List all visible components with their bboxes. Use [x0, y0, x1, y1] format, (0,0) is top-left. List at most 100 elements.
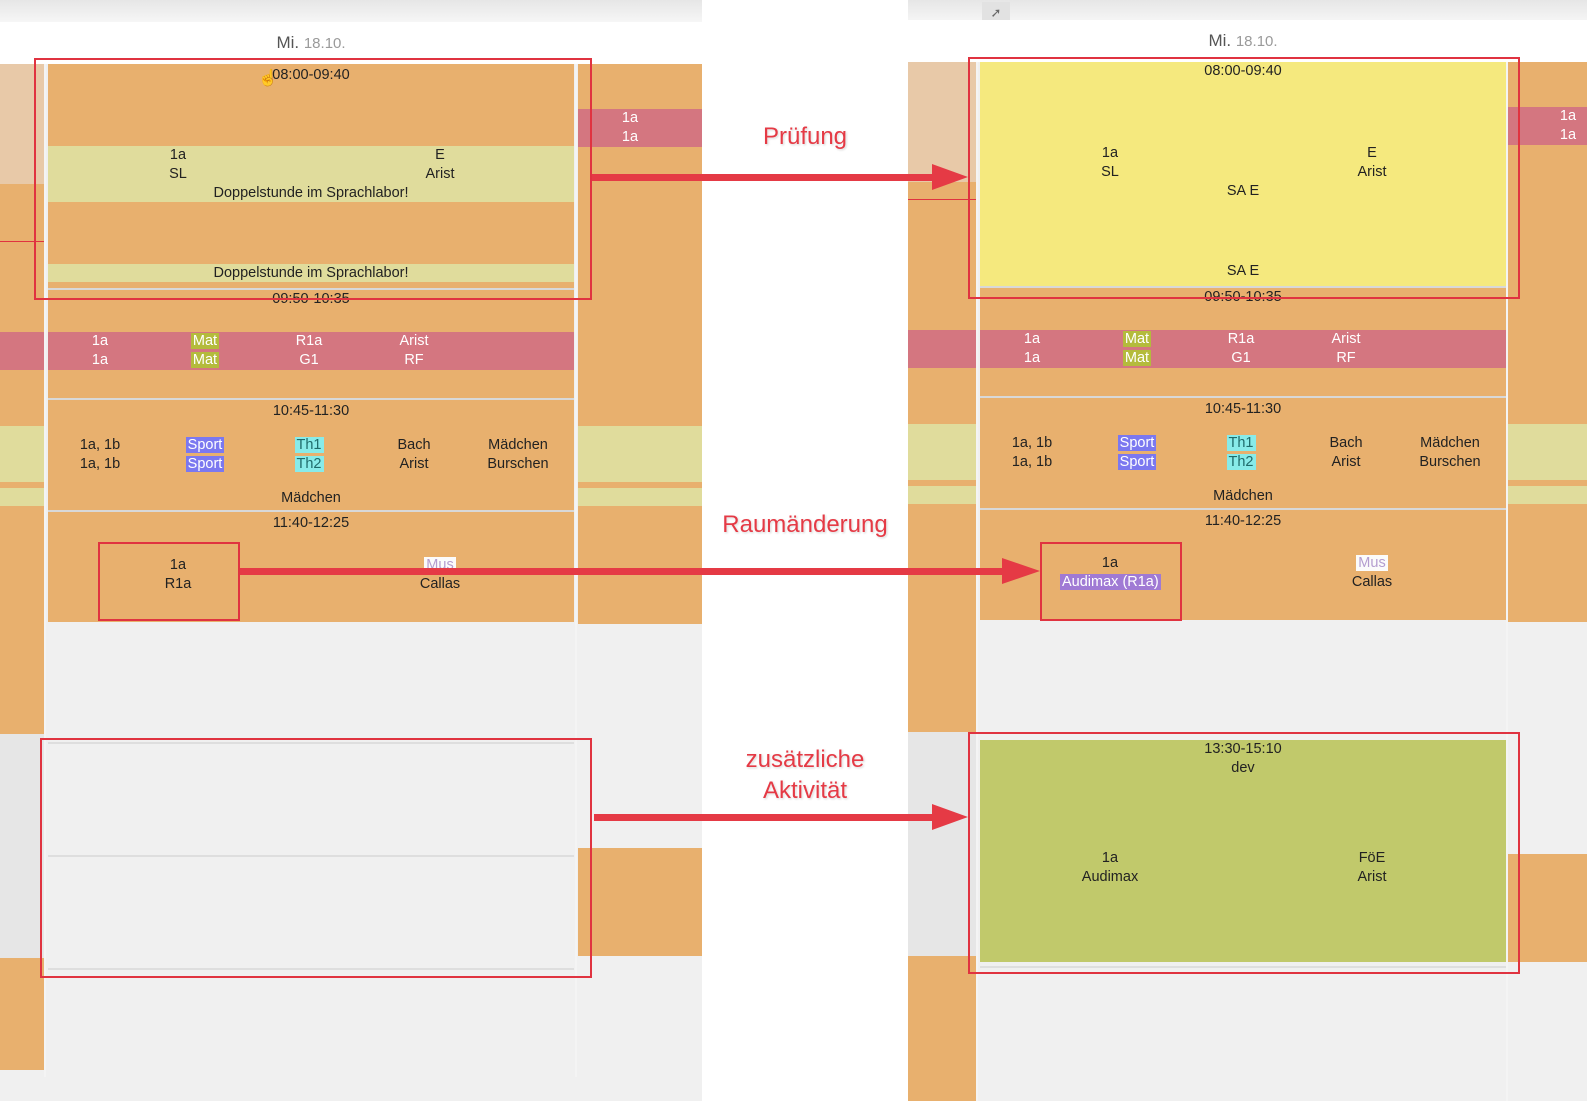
lesson-room: R1a	[295, 333, 323, 349]
lesson-room: SL	[169, 166, 187, 182]
lesson-subject: Sport	[1117, 435, 1157, 451]
exam-label: SA E	[1226, 183, 1260, 199]
cancelled-class-1: 1a	[1559, 108, 1577, 124]
lesson-class: 1a	[169, 147, 187, 163]
lesson-note-bar	[48, 146, 574, 202]
lesson-class: 1a	[1023, 350, 1041, 366]
lesson-subject: Mat	[1122, 331, 1152, 347]
lesson-block-0950[interactable]: 09:50-10:35 1a 1a Mat Mat R1a G1 Arist R…	[980, 288, 1506, 396]
lesson-note-bar	[48, 264, 574, 282]
arrow-room-shaft	[240, 568, 1004, 575]
lesson-block-1045[interactable]: 10:45-11:30 1a, 1b 1a, 1b Sport Sport Th…	[980, 398, 1506, 508]
lesson-subject: Sport	[1117, 454, 1157, 470]
lesson-class: 1a	[169, 557, 187, 573]
lesson-block-1045[interactable]: 10:45-11:30 1a, 1b 1a, 1b Sport Sport Th…	[48, 400, 574, 510]
lesson-room: Th2	[1226, 454, 1256, 470]
highlight-box-activity-before	[40, 738, 592, 978]
lesson-block-1140[interactable]: 11:40-12:25 1a Audimax (R1a) Mus Callas	[980, 510, 1506, 620]
highlight-box-exam-after	[968, 57, 1520, 299]
lesson-subject: Mus	[1356, 555, 1388, 571]
lesson-teacher: Arist	[1331, 454, 1361, 470]
day-name: Mi.	[1208, 31, 1232, 50]
header-spacer	[0, 22, 46, 64]
day-date: 18.10.	[1235, 33, 1278, 50]
day-name: Mi.	[276, 33, 300, 52]
annotation-room-change: Raumänderung	[722, 511, 888, 538]
timetable-after-panel: ➚ Mi. 18.10. 1a 1a 08:00-09:40 1a SL E A…	[908, 0, 1587, 1101]
lesson-teacher: Arist	[399, 333, 429, 349]
lesson-teacher: Arist	[1357, 164, 1387, 180]
lesson-teacher: Callas	[1351, 574, 1393, 590]
highlight-box-activity-after	[968, 732, 1520, 974]
lesson-subject: Sport	[185, 456, 225, 472]
exam-block-0800[interactable]: 08:00-09:40 1a SL E Arist SA E SA E	[980, 62, 1506, 288]
lesson-teacher: Arist	[399, 456, 429, 472]
cancelled-bar	[980, 330, 1506, 368]
lesson-room: Th1	[294, 437, 324, 453]
lesson-room: Audimax	[1081, 869, 1139, 885]
lesson-teacher: RF	[1336, 350, 1356, 366]
lesson-class: 1a	[1101, 850, 1119, 866]
lesson-class: 1a, 1b	[79, 437, 121, 453]
lesson-subject: Sport	[185, 437, 225, 453]
header-spacer	[576, 22, 702, 64]
lesson-room: Th1	[1226, 435, 1256, 451]
extra-activity-block-1330[interactable]: 13:30-15:10 dev 1a Audimax FöE Arist	[980, 740, 1506, 962]
mouse-cursor: ☝	[258, 70, 278, 87]
lesson-room: R1a	[164, 576, 192, 592]
neighbor-column-right: 1a 1a	[578, 64, 702, 1077]
lesson-class: 1a	[91, 352, 109, 368]
highlight-box-room-after	[1040, 542, 1182, 621]
lesson-teacher: Arist	[1331, 331, 1361, 347]
neighbor-column-left	[908, 62, 976, 1101]
lesson-subject: Mat	[1122, 350, 1152, 366]
lesson-note: Doppelstunde im Sprachlabor!	[213, 185, 409, 201]
lesson-time: 11:40-12:25	[1204, 513, 1282, 529]
lesson-room-changed: Audimax (R1a)	[1060, 574, 1161, 590]
lesson-class: 1a, 1b	[79, 456, 121, 472]
lesson-class: 1a	[91, 333, 109, 349]
highlight-box-room-before	[98, 542, 240, 621]
lesson-teacher: RF	[404, 352, 424, 368]
lesson-room: R1a	[1227, 331, 1255, 347]
neighbor-column-right: 1a 1a	[1508, 62, 1587, 1101]
cancelled-class-1: 1a	[621, 110, 639, 126]
annotation-extra-line2: Aktivität	[762, 777, 848, 804]
lesson-teacher: Arist	[1357, 869, 1387, 885]
cancelled-bar	[48, 332, 574, 370]
neighbor-column-left	[0, 64, 44, 1077]
lesson-room: SL	[1101, 164, 1119, 180]
header-spacer	[908, 20, 978, 62]
lesson-class: 1a	[1101, 145, 1119, 161]
lesson-subject: Mat	[190, 333, 220, 349]
lesson-block-0800[interactable]: 08:00-09:40 1a SL E Arist Doppelstunde i…	[48, 64, 574, 290]
lesson-block-0950[interactable]: 09:50-10:35 1a 1a Mat Mat R1a G1 Arist R…	[48, 290, 574, 398]
lesson-note: Mädchen	[1213, 488, 1273, 504]
lesson-time: 08:00-09:40	[1204, 63, 1282, 79]
arrow-exam-head	[932, 164, 968, 190]
arrow-room-head	[1002, 558, 1040, 584]
arrow-exam-shaft	[592, 174, 934, 181]
lesson-time: 10:45-11:30	[272, 403, 350, 419]
lesson-group: G1	[1231, 350, 1251, 366]
header-spacer	[1508, 20, 1587, 62]
lesson-group: Mädchen	[1420, 435, 1480, 451]
timetable-before-panel: Mi. 18.10. 1a 1a 08:00-09:40 1a SL E Ari…	[0, 0, 702, 1101]
day-date: 18.10.	[303, 35, 346, 52]
lesson-time: 10:45-11:30	[1204, 401, 1282, 417]
lesson-time: 08:00-09:40	[272, 67, 350, 83]
lesson-class: 1a	[1101, 555, 1119, 571]
lesson-class: 1a, 1b	[1011, 435, 1053, 451]
lesson-subject: E	[435, 147, 445, 163]
lesson-time: 11:40-12:25	[272, 515, 350, 531]
highlight-box-exam-before	[34, 58, 592, 300]
day-header: Mi. 18.10.	[46, 22, 576, 64]
lesson-time: 13:30-15:10	[1204, 741, 1282, 757]
lesson-note: Mädchen	[281, 490, 341, 506]
annotation-exam: Prüfung	[762, 123, 848, 150]
lesson-block-1140[interactable]: 11:40-12:25 1a R1a Mus Callas	[48, 512, 574, 622]
lesson-teacher: Callas	[419, 576, 461, 592]
lesson-subject: E	[1367, 145, 1377, 161]
lesson-teacher: Bach	[1329, 435, 1363, 451]
